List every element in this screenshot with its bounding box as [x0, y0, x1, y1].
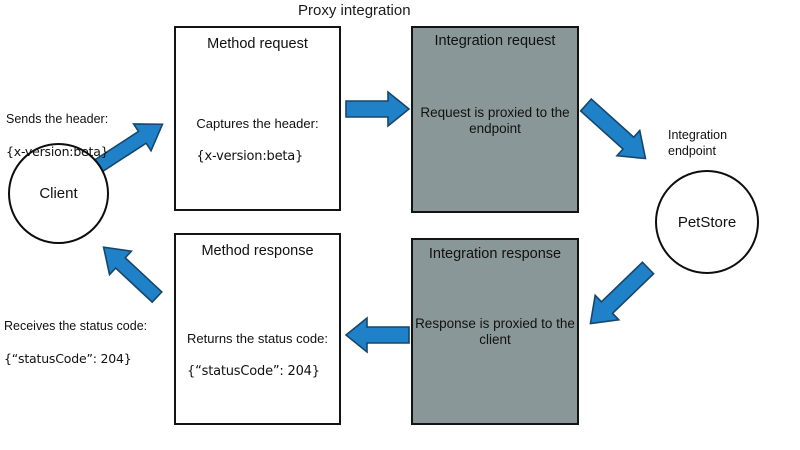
annotation-response-status-line-1: Receives the status code: [4, 319, 148, 334]
integration-endpoint-caption: Integration endpoint [668, 128, 728, 158]
node-integration-response[interactable]: Integration response Response is proxied… [411, 238, 579, 425]
method-request-body-line-2: {x-version:beta} [196, 148, 304, 164]
method-request-body: Captures the header: {x-version:beta} [196, 100, 318, 181]
annotation-response-status-line-2: {“statusCode”: 204} [4, 350, 132, 366]
integration-response-title: Integration response [428, 246, 562, 262]
annotation-request-header-line-1: Sends the header: [6, 112, 109, 127]
arrow-integration-request-to-endpoint [579, 97, 647, 160]
method-response-body-line-1: Returns the status code: [187, 331, 328, 347]
integration-response-body: Response is proxied to the client [415, 316, 575, 348]
method-response-body-line-2: {“statusCode”: 204} [187, 363, 320, 379]
client-label: Client [39, 185, 78, 202]
annotation-request-header-line-2: {x-version:beta} [6, 143, 109, 159]
node-method-request[interactable]: Method request Captures the header: {x-v… [174, 26, 341, 211]
annotation-response-status: Receives the status code: {“statusCode”:… [4, 302, 147, 383]
integration-request-title: Integration request [434, 33, 556, 49]
method-request-title: Method request [207, 36, 308, 52]
arrow-integration-response-to-method-response [344, 316, 410, 354]
arrow-method-request-to-integration-request [345, 90, 411, 128]
integration-request-body: Request is proxied to the endpoint [420, 105, 570, 137]
petstore-label: PetStore [677, 213, 737, 231]
node-method-response[interactable]: Method response Returns the status code:… [174, 233, 341, 425]
annotation-request-header: Sends the header: {x-version:beta} [6, 95, 109, 176]
node-integration-request[interactable]: Integration request Request is proxied t… [411, 26, 579, 213]
node-client[interactable]: Client [8, 143, 109, 244]
method-request-body-line-1: Captures the header: [196, 116, 319, 132]
method-response-title: Method response [201, 243, 314, 259]
page-title: Proxy integration [298, 2, 411, 19]
method-response-body: Returns the status code: {“statusCode”: … [187, 315, 328, 396]
arrow-endpoint-to-integration-response [589, 261, 655, 325]
arrow-method-response-to-client [102, 246, 163, 304]
node-integration-endpoint[interactable]: PetStore [655, 170, 759, 274]
